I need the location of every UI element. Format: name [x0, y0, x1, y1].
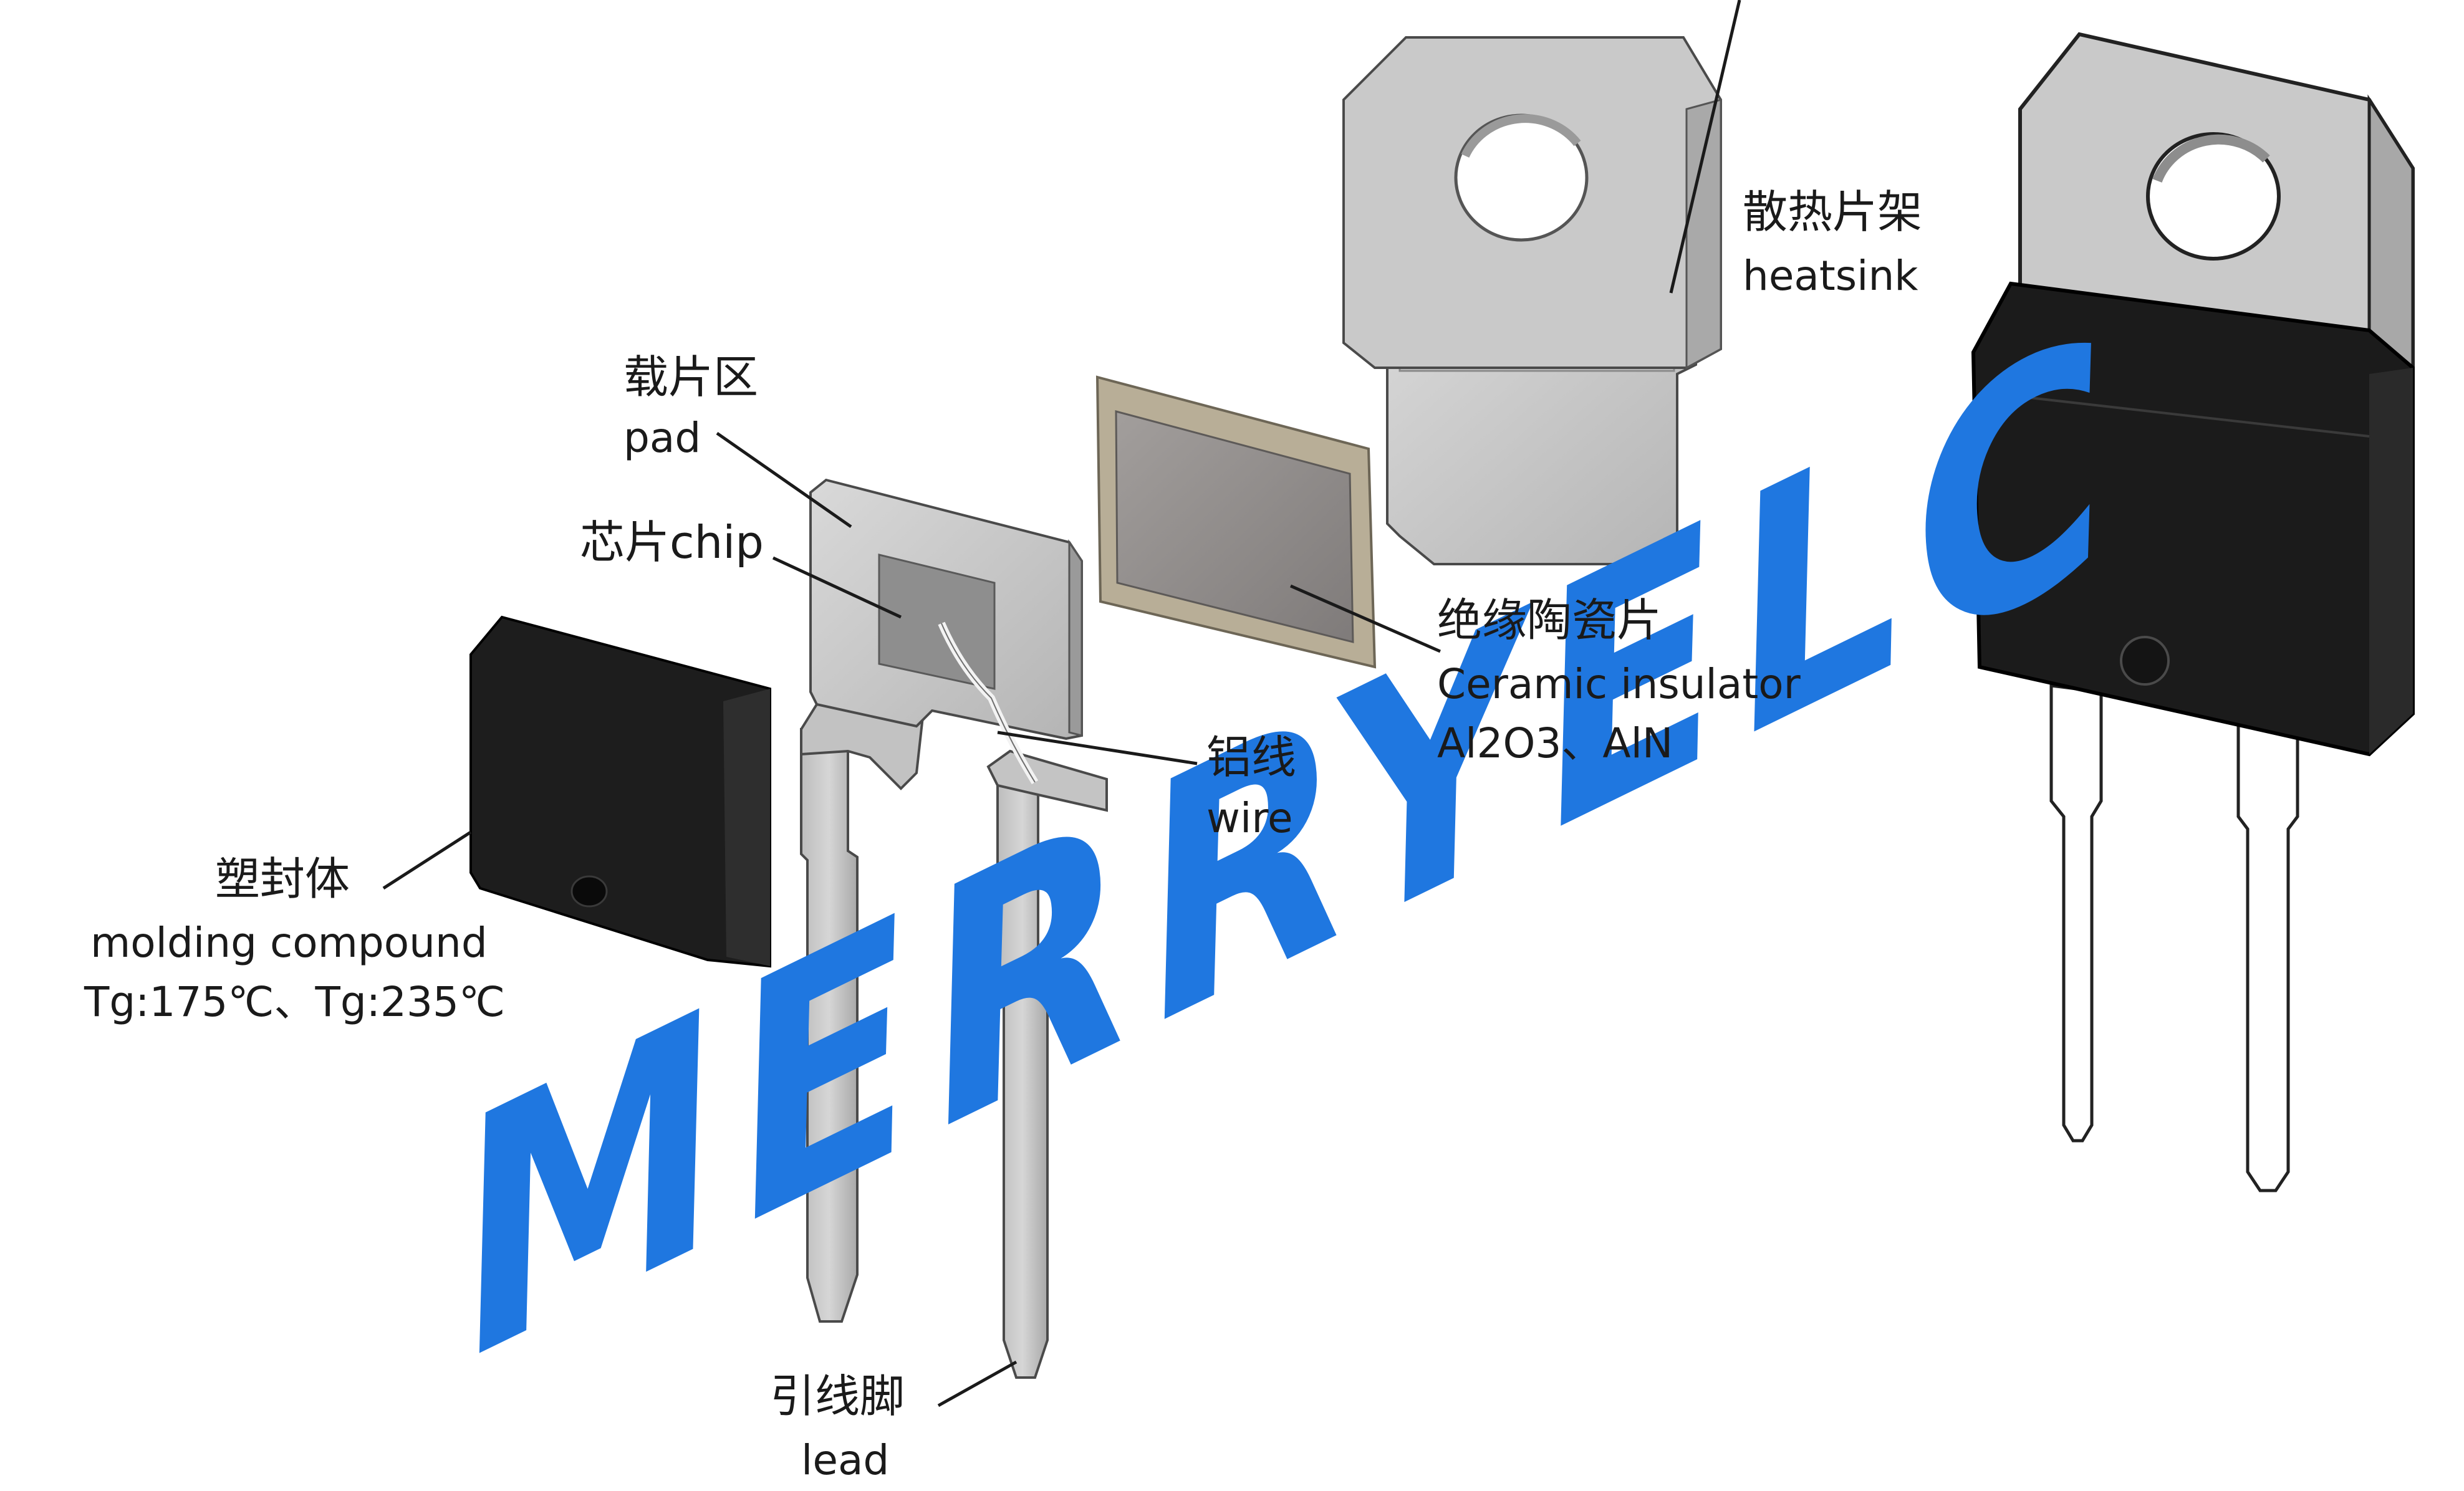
lead-right-top	[986, 749, 1108, 812]
lead-left	[800, 728, 859, 1323]
pad-and-leads-part	[800, 478, 1108, 1379]
molding-compound-part	[469, 615, 771, 968]
label-insulator-en: Ceramic insulator	[1437, 660, 1801, 708]
leader-molding	[382, 830, 472, 890]
leader-chip	[772, 556, 902, 619]
label-chip: 芯片chip	[580, 516, 764, 568]
label-molding-tg: Tg:175℃、Tg:235℃	[84, 978, 505, 1026]
label-pad-en: pad	[623, 414, 701, 462]
bond-wire-edge	[941, 623, 1036, 783]
label-lead-cn: 引线脚	[770, 1370, 905, 1422]
assembled-tab-side	[2367, 94, 2415, 370]
label-heatsink-cn: 散热片架	[1743, 186, 1922, 238]
assembled-body-side	[2369, 368, 2413, 754]
leader-heatsink	[1669, 0, 1741, 294]
label-insulator-cn: 绝缘陶瓷片	[1437, 594, 1662, 646]
molding-dimple	[570, 875, 608, 908]
ceramic-face	[1115, 410, 1354, 643]
label-molding-en: molding compound	[90, 919, 488, 967]
label-insulator-material: Al2O3、AlN	[1437, 719, 1673, 767]
label-wire-cn: 铝线	[1206, 731, 1296, 784]
leader-insulator	[1289, 584, 1441, 653]
label-pad-cn: 载片区	[623, 351, 758, 403]
leader-lines	[382, 0, 1741, 1407]
label-lead-en: lead	[801, 1436, 889, 1484]
leader-pad	[716, 431, 852, 529]
leader-lead	[937, 1360, 1018, 1407]
heatsink-tab-side	[1685, 98, 1722, 370]
labels: 散热片架 heatsink 载片区 pad 芯片chip 绝缘陶瓷片 Ceram…	[84, 186, 1922, 1484]
assembled-package	[1971, 32, 2415, 1192]
label-wire-en: wire	[1206, 794, 1293, 842]
assembled-hole	[2146, 132, 2281, 261]
assembled-lead-left	[2049, 684, 2103, 1143]
leader-wire	[997, 731, 1198, 765]
chip	[878, 554, 996, 690]
label-heatsink-en: heatsink	[1743, 252, 1918, 300]
ceramic-insulator-part	[1095, 375, 1377, 669]
pad-side	[1068, 539, 1083, 737]
heatsink-hole-shade	[1461, 114, 1581, 158]
assembled-body-edge	[1985, 391, 2370, 438]
molding-body	[469, 615, 771, 968]
label-molding-cn: 塑封体	[215, 853, 350, 905]
lead-right	[996, 768, 1049, 1379]
assembled-hole-shade	[2152, 134, 2270, 183]
molding-side	[723, 689, 770, 966]
assembled-dimple	[2120, 636, 2170, 686]
heatsink-part	[1342, 36, 1722, 565]
assembled-lead-right	[2236, 715, 2299, 1192]
